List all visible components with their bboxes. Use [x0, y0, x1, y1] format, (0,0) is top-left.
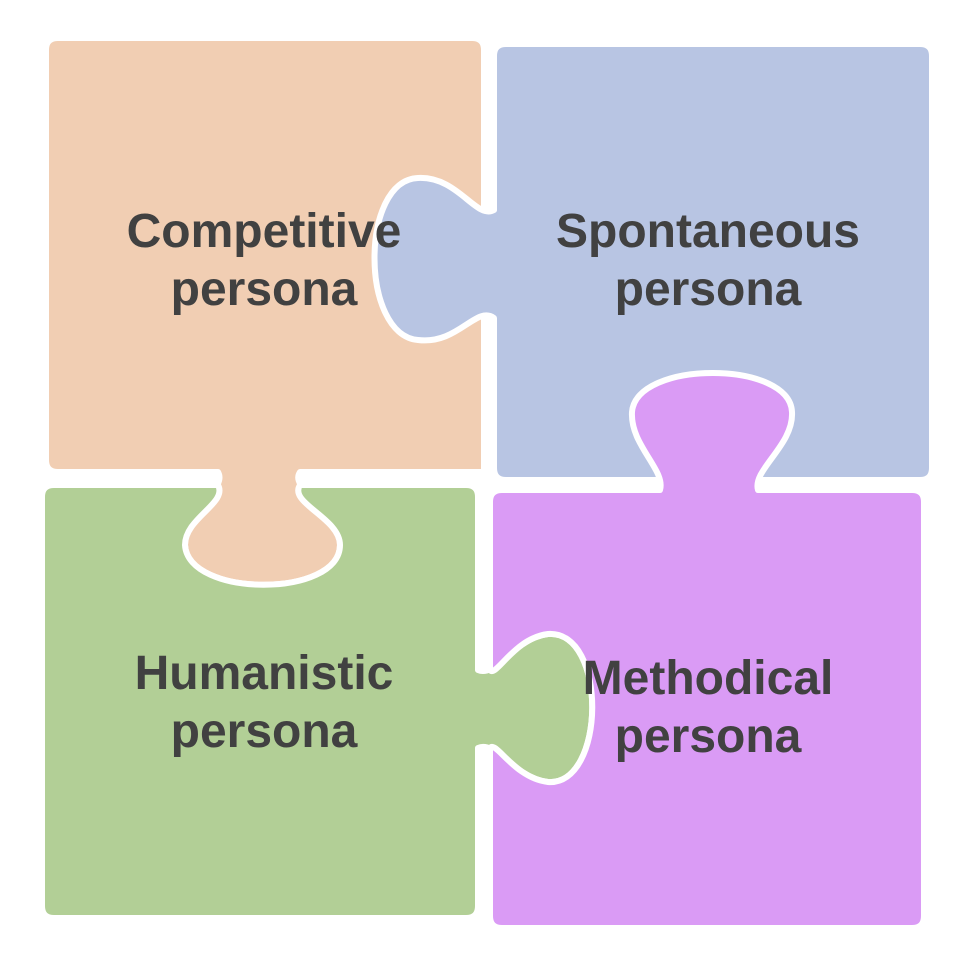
- spontaneous-line2: persona: [614, 263, 802, 316]
- humanistic-line2: persona: [170, 705, 358, 758]
- competitive-line2: persona: [170, 263, 358, 316]
- piece-methodical: [487, 370, 927, 931]
- competitive-line1: Competitive: [126, 205, 402, 258]
- competitive-persona-label: Competitive persona: [44, 203, 484, 319]
- methodical-line2: persona: [614, 710, 802, 763]
- piece-spontaneous: [371, 41, 935, 483]
- methodical-line1: Methodical: [582, 652, 834, 705]
- spontaneous-persona-label: Spontaneous persona: [488, 203, 928, 319]
- spontaneous-line1: Spontaneous: [555, 205, 860, 258]
- methodical-persona-label: Methodical persona: [488, 650, 928, 766]
- humanistic-persona-label: Humanistic persona: [44, 645, 484, 761]
- humanistic-line1: Humanistic: [134, 647, 394, 700]
